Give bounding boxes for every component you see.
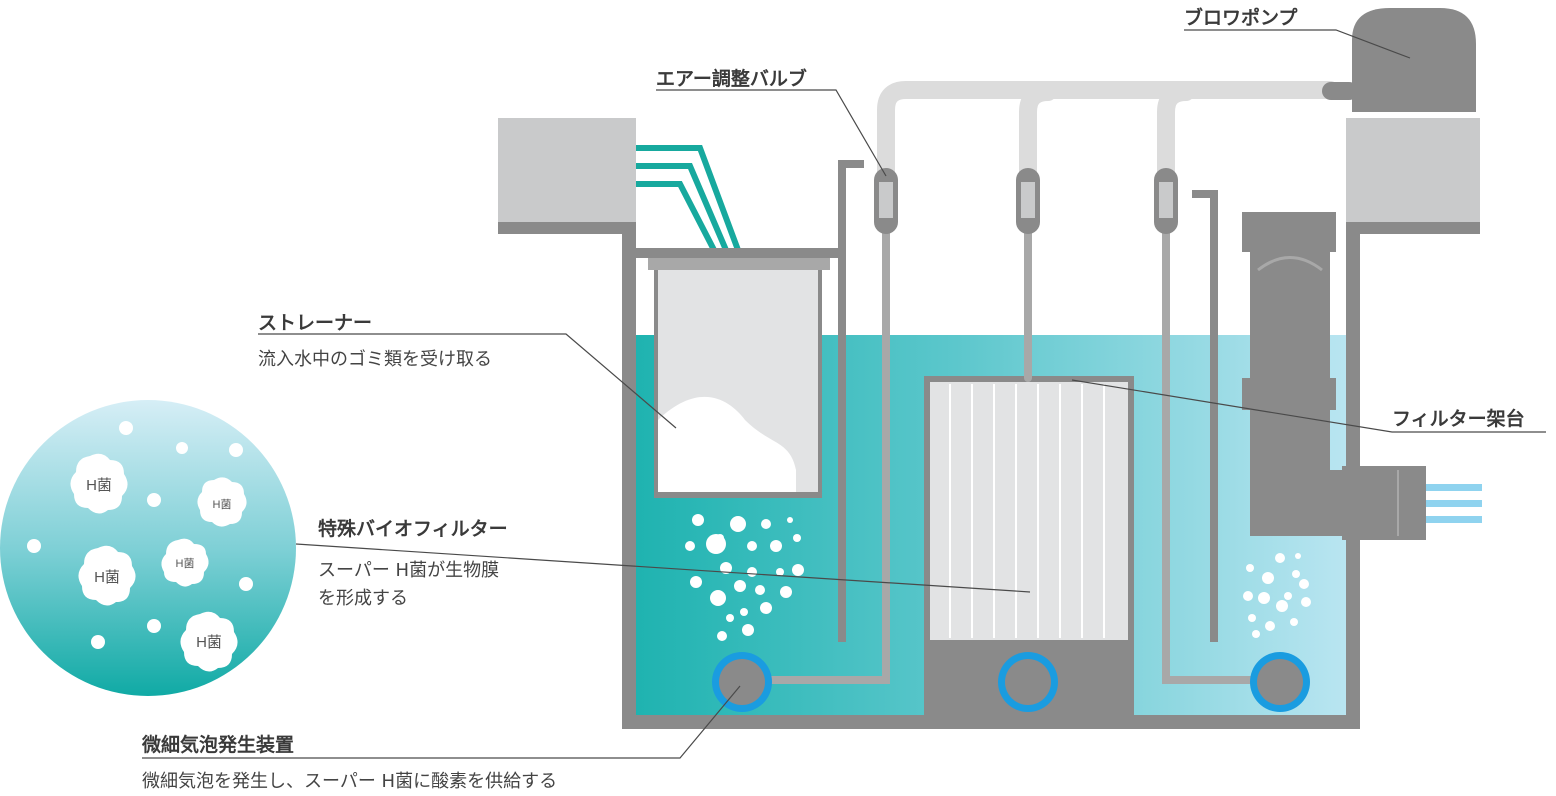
valve	[1154, 168, 1178, 234]
bacteria-label: H菌	[176, 557, 195, 570]
bio-filter-description-line2: を形成する	[318, 588, 408, 609]
bio-filter-label: 特殊バイオフィルター	[318, 518, 508, 540]
strainer	[636, 248, 842, 498]
bacteria-labels: H菌 H菌 H菌 H菌 H菌	[86, 477, 231, 651]
tank-floor	[622, 715, 1360, 729]
micro-bubble-diffuser	[1250, 652, 1310, 712]
bubbles	[685, 514, 1311, 641]
outlet-flow	[1426, 484, 1482, 523]
bacteria-zoom-circle: H菌 H菌 H菌 H菌 H菌	[0, 400, 296, 696]
strainer-description: 流入水中のゴミ類を受け取る	[258, 349, 492, 370]
blower-pump-label: ブロワポンプ	[1184, 7, 1298, 29]
micro-bubble-diffuser	[712, 652, 772, 712]
top-slab-left	[498, 118, 636, 222]
top-slab-right-ledge	[1346, 222, 1480, 234]
valve	[1016, 168, 1040, 234]
bacteria-label: H菌	[94, 569, 120, 586]
bio-filter-description-line1: スーパー H菌が生物膜	[318, 560, 500, 581]
micro-bubble-label: 微細気泡発生装置	[142, 734, 295, 756]
strainer-label: ストレーナー	[258, 312, 373, 334]
top-slab-left-ledge	[498, 222, 636, 234]
bacteria-label: H菌	[86, 477, 112, 494]
diffusers	[712, 652, 1310, 712]
air-valves	[874, 168, 1178, 234]
air-valve-label: エアー調整バルブ	[656, 68, 807, 90]
valve	[874, 168, 898, 234]
top-slab-right	[1346, 118, 1480, 222]
partitions	[838, 160, 1218, 642]
bacteria-label: H菌	[196, 634, 222, 651]
air-pipes	[756, 81, 1339, 684]
leader-lines	[142, 29, 1546, 759]
filter-stand-label: フィルター架台	[1392, 408, 1525, 430]
micro-bubble-diffuser	[998, 652, 1058, 712]
blower-pump	[1322, 8, 1476, 112]
micro-bubble-description: 微細気泡を発生し、スーパー H菌に酸素を供給する	[142, 771, 558, 792]
bacteria-blobs	[70, 453, 247, 672]
bacteria-label: H菌	[213, 498, 232, 511]
inflow-pipes	[636, 145, 741, 252]
tank-wall-left	[622, 222, 636, 729]
outlet-column	[1242, 212, 1426, 540]
bio-filter-fins	[949, 384, 1105, 638]
